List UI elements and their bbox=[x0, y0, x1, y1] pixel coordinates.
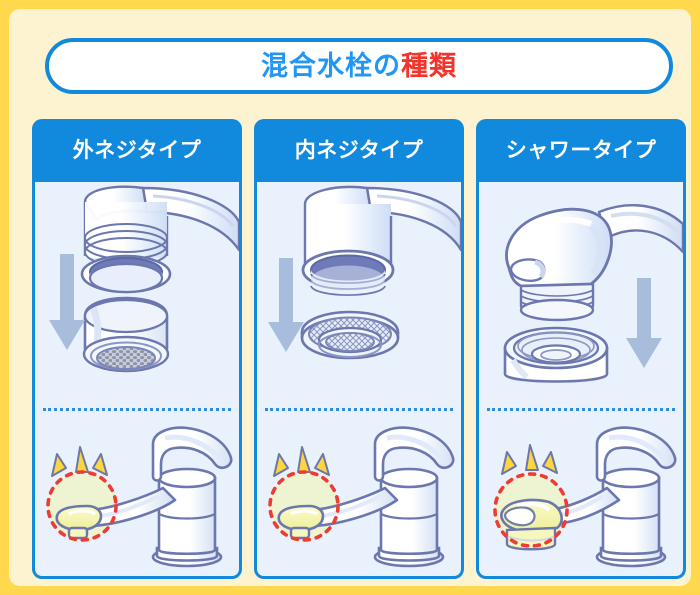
illustration-shower-top bbox=[503, 204, 683, 383]
page-title-main: 混合水栓の bbox=[261, 50, 401, 81]
page-title: 混合水栓の種類 bbox=[261, 50, 457, 81]
card-title-inner-thread: 内ネジタイプ bbox=[294, 139, 424, 162]
card-body-shower bbox=[476, 182, 686, 579]
card-header-inner-thread: 内ネジタイプ bbox=[254, 119, 464, 182]
page-title-pill: 混合水栓の種類 bbox=[45, 38, 673, 94]
illustration-inner-thread-top bbox=[268, 185, 461, 360]
card-header-outer-thread: 外ネジタイプ bbox=[32, 119, 242, 182]
type-columns: 外ネジタイプ bbox=[32, 119, 686, 579]
panel-divider-outer-thread bbox=[43, 408, 231, 411]
card-body-inner-thread bbox=[254, 182, 464, 579]
type-card-inner-thread[interactable]: 内ネジタイプ bbox=[254, 119, 464, 579]
illustration-shower-bottom bbox=[493, 426, 677, 568]
card-title-shower: シャワータイプ bbox=[505, 139, 657, 162]
panel-divider-inner-thread bbox=[265, 408, 453, 411]
type-card-shower[interactable]: シャワータイプ bbox=[476, 119, 686, 579]
illustration-inner-thread-bottom bbox=[268, 426, 455, 568]
card-title-outer-thread: 外ネジタイプ bbox=[72, 139, 202, 162]
card-header-shower: シャワータイプ bbox=[476, 119, 686, 182]
illustration-outer-thread-top bbox=[49, 185, 239, 373]
panel-divider-shower bbox=[487, 408, 675, 411]
illustration-outer-thread-bottom bbox=[46, 426, 233, 568]
type-card-outer-thread[interactable]: 外ネジタイプ bbox=[32, 119, 242, 579]
card-body-outer-thread bbox=[32, 182, 242, 579]
page-title-accent: 種類 bbox=[401, 50, 457, 81]
